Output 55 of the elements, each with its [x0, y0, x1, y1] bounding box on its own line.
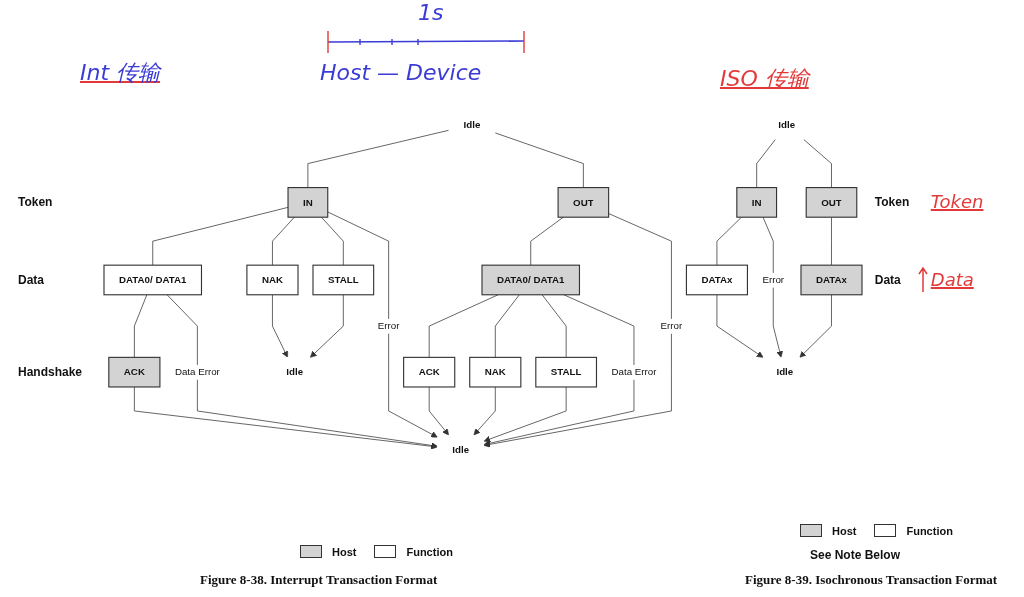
edge-label: Error [762, 274, 785, 286]
node-box: NAK [246, 264, 299, 296]
connector [716, 216, 742, 266]
connector [321, 216, 344, 266]
node-box: DATAx [685, 264, 748, 296]
node-box: IN [736, 187, 778, 218]
node-box: ACK [403, 356, 456, 388]
edge-label: Data Error [611, 366, 657, 378]
node-box: OUT [805, 187, 858, 218]
edge-label: Error [377, 320, 400, 332]
legend-label: Host [332, 545, 357, 558]
connector [272, 216, 295, 266]
handwritten-note: Host — Device [320, 60, 482, 87]
phase-label: Token [874, 195, 910, 210]
phase-label: Data [874, 272, 901, 288]
connector [152, 206, 289, 266]
edge-label: Data Error [174, 366, 220, 378]
node-box: STALL [312, 264, 375, 296]
node-text: Idle [452, 443, 470, 456]
connector [541, 294, 567, 358]
node-box: NAK [469, 356, 522, 388]
connector [494, 294, 520, 358]
node-box: OUT [557, 187, 610, 218]
node-text: Idle [463, 118, 481, 131]
handwritten-note: Token [930, 191, 984, 213]
connector [831, 216, 832, 266]
legend-label: Host [832, 524, 857, 537]
connector [134, 294, 148, 358]
legend-label: Function [906, 524, 953, 537]
connector [530, 216, 564, 266]
figure-caption: Figure 8-38. Interrupt Transaction Format [200, 572, 438, 588]
node-box: DATA0/ DATA1 [103, 264, 203, 296]
node-box: DATAx [800, 264, 863, 296]
node-box: ACK [108, 356, 161, 388]
node-box: STALL [535, 356, 598, 388]
connector [756, 139, 776, 188]
legend-label: Function [406, 545, 453, 558]
handwritten-note: Data [930, 268, 974, 291]
node-text: Idle [776, 366, 794, 378]
connector [307, 129, 449, 188]
connector [803, 139, 832, 188]
phase-label: Data [18, 272, 44, 288]
note-text: See Note Below [810, 548, 901, 563]
node-text: Idle [286, 366, 304, 378]
time-label: 1s [418, 0, 444, 27]
handwritten-note: Int 传输 [80, 60, 161, 87]
edge-label: Error [660, 320, 683, 332]
node-box: IN [287, 187, 329, 218]
node-box: DATA0/ DATA1 [481, 264, 580, 296]
phase-label: Token [18, 195, 53, 210]
connector [428, 294, 499, 358]
figure-caption: Figure 8-39. Isochronous Transaction Format [745, 572, 998, 588]
phase-label: Handshake [18, 365, 83, 380]
connector [494, 132, 584, 188]
node-text: Idle [778, 118, 796, 131]
